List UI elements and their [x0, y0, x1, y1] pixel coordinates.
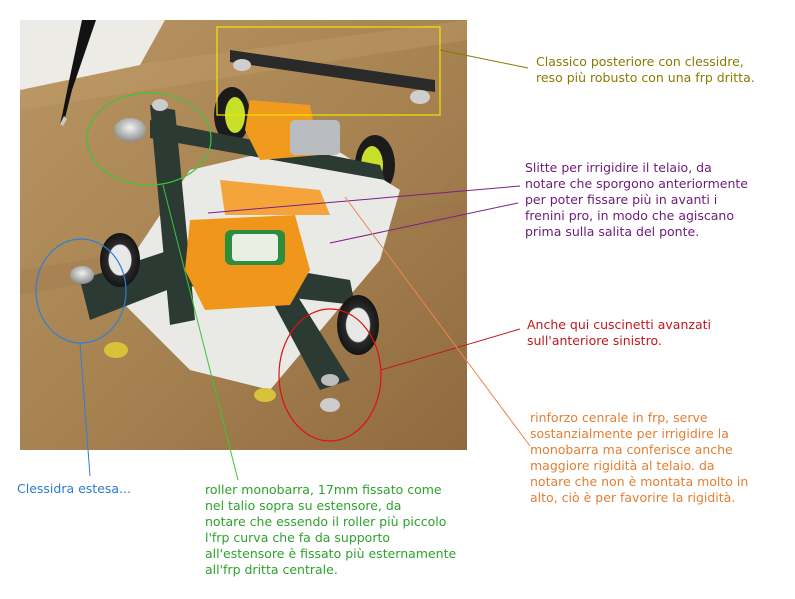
slides-annotation-line: per poter fissare più in avanti i — [525, 192, 718, 207]
roller-annotation-line: l'frp curva che fa da supporto — [205, 530, 391, 545]
slides-annotation: Slitte per irrigidire il telaio, da nota… — [525, 160, 748, 240]
slides-leader-line-1 — [207, 185, 521, 214]
slides-annotation-line: notare che sporgono anteriormente — [525, 176, 748, 191]
reinforcement-annotation-line: monobarra ma conferisce anche — [530, 442, 733, 457]
bearings-annotation-line: Anche qui cuscinetti avanzati — [527, 317, 711, 332]
reinforcement-leader-line — [344, 196, 531, 447]
reinforcement-annotation-line: maggiore rigidità al telaio. da — [530, 458, 715, 473]
hourglass-highlight-circle — [35, 238, 127, 344]
reinforcement-annotation-line: alto, ciò è per favorire la rigidità. — [530, 490, 736, 505]
rear-leader-line — [439, 49, 529, 69]
slides-annotation-line: Slitte per irrigidire il telaio, da — [525, 160, 712, 175]
bearings-highlight-circle — [278, 308, 382, 442]
rear-annotation: Classico posteriore con clessidre, reso … — [536, 54, 755, 86]
reinforcement-annotation: rinforzo cenrale in frp, serve sostanzia… — [530, 410, 748, 506]
roller-annotation: roller monobarra, 17mm fissato come nel … — [205, 482, 456, 578]
rear-highlight-box — [216, 26, 441, 116]
rear-annotation-line: Classico posteriore con clessidre, — [536, 54, 744, 69]
reinforcement-annotation-line: notare che non è montata molto in — [530, 474, 749, 489]
car-photo — [20, 20, 467, 450]
bearings-leader-line — [380, 328, 521, 371]
roller-annotation-line: notare che essendo il roller più piccolo — [205, 514, 447, 529]
rear-annotation-line: reso più robusto con una frp dritta. — [536, 70, 755, 85]
roller-annotation-line: all'frp dritta centrale. — [205, 562, 338, 577]
hourglass-annotation-line: Clessidra estesa... — [17, 481, 131, 496]
slides-annotation-line: frenini pro, in modo che agiscano — [525, 208, 735, 223]
hourglass-leader-line — [79, 342, 91, 477]
reinforcement-annotation-line: rinforzo cenrale in frp, serve — [530, 410, 708, 425]
bearings-annotation-line: sull'anteriore sinistro. — [527, 333, 662, 348]
bearings-annotation: Anche qui cuscinetti avanzati sull'anter… — [527, 317, 711, 349]
roller-annotation-line: nel talio sopra su estensore, da — [205, 498, 402, 513]
hourglass-annotation: Clessidra estesa... — [17, 481, 131, 497]
reinforcement-annotation-line: sostanzialmente per irrigidire la — [530, 426, 729, 441]
roller-leader-line — [162, 184, 239, 481]
roller-annotation-line: roller monobarra, 17mm fissato come — [205, 482, 442, 497]
roller-highlight-circle — [86, 92, 212, 186]
roller-annotation-line: all'estensore è fissato più esternamente — [205, 546, 457, 561]
slides-annotation-line: prima sulla salita del ponte. — [525, 224, 700, 239]
slides-leader-line-2 — [329, 202, 519, 244]
